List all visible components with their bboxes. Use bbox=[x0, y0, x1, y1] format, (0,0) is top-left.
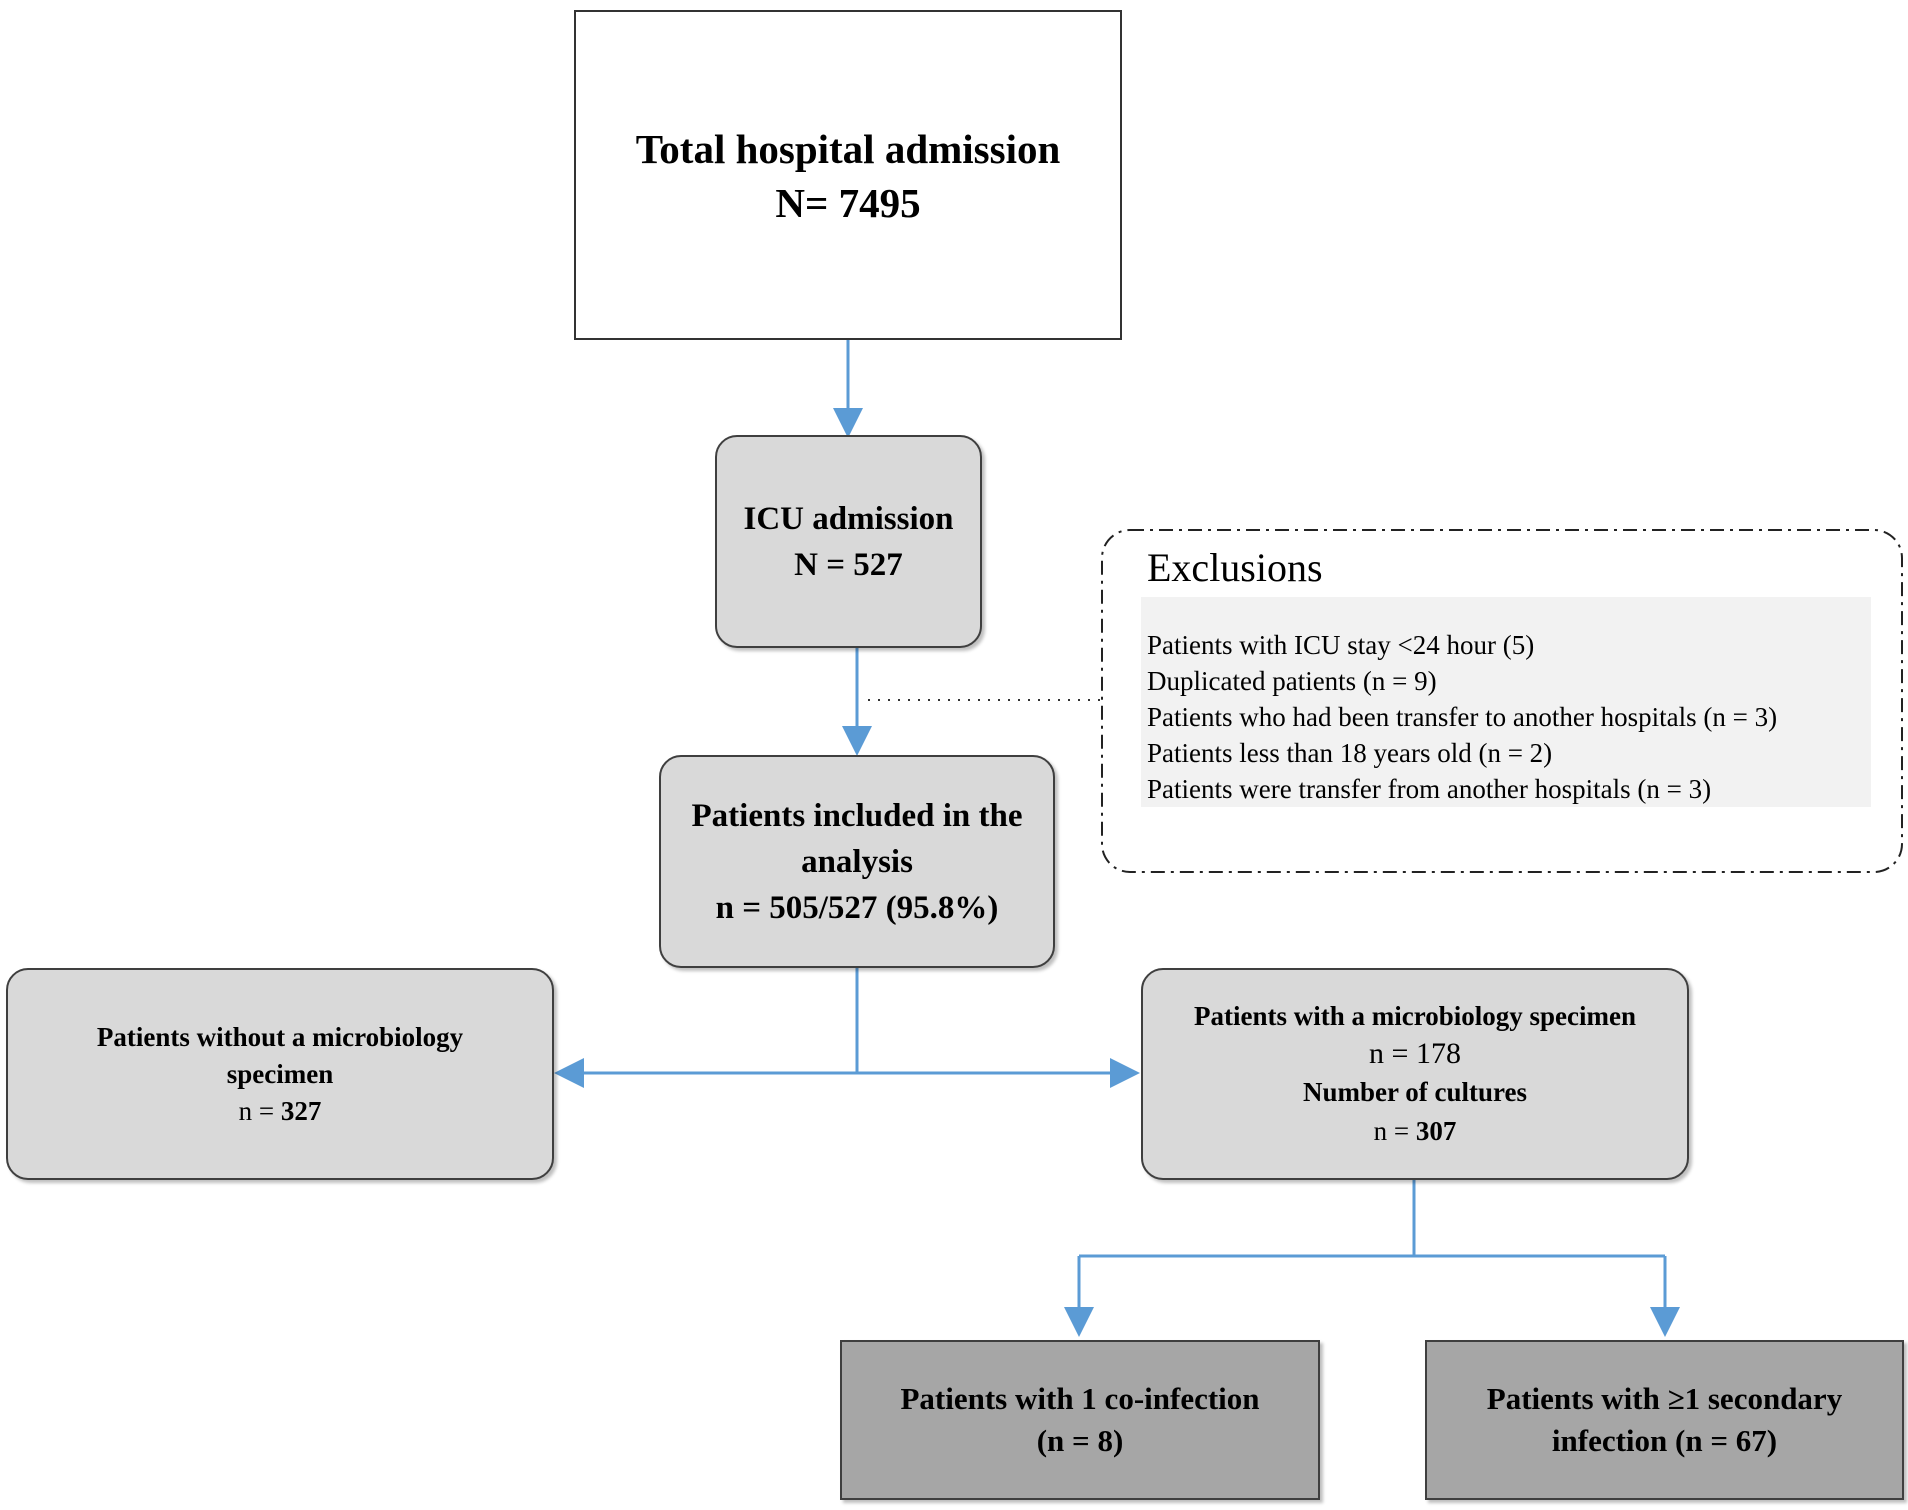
without-micro-title-line1: Patients without a microbiology bbox=[96, 1021, 464, 1052]
exclusion-item: Duplicated patients (n = 9) bbox=[1147, 666, 1437, 696]
icu-admission-title: ICU admission bbox=[743, 500, 954, 537]
coinfection-title: Patients with 1 co-infection bbox=[900, 1381, 1260, 1416]
without-micro-count-value: 327 bbox=[280, 1095, 322, 1126]
secondary-infection-title: Patients with ≥1 secondary bbox=[1486, 1381, 1843, 1416]
with-micro-count: n = 178 bbox=[1369, 1036, 1461, 1070]
coinfection-count: (n = 8) bbox=[1036, 1423, 1124, 1458]
with-micro-cultures-prefix: n = bbox=[1373, 1115, 1416, 1146]
secondary-infection-title-line2: infection (n = 67) bbox=[1551, 1423, 1778, 1458]
with-micro-cultures-label: Number of cultures bbox=[1303, 1076, 1527, 1107]
with-micro-cultures-value: 307 bbox=[1415, 1115, 1457, 1146]
secondary-infection-box: Patients with ≥1 secondary infection (n … bbox=[1425, 1340, 1904, 1500]
exclusion-item: Patients who had been transfer to anothe… bbox=[1147, 702, 1778, 732]
exclusions-frame bbox=[1101, 529, 1903, 873]
included-title-line1: Patients included in the bbox=[691, 797, 1023, 834]
icu-admission-count: N = 527 bbox=[794, 546, 903, 583]
included-count: n = 505/527 (95.8%) bbox=[715, 889, 999, 926]
without-micro-count: n = 327 bbox=[239, 1093, 322, 1130]
icu-admission-box: ICU admission N = 527 bbox=[715, 435, 982, 648]
total-admission-count: N= 7495 bbox=[775, 180, 921, 226]
exclusion-item: Patients less than 18 years old (n = 2) bbox=[1147, 738, 1553, 768]
with-micro-title: Patients with a microbiology specimen bbox=[1194, 1000, 1636, 1031]
exclusions-heading: Exclusions bbox=[1147, 545, 1323, 590]
without-micro-count-prefix: n = bbox=[238, 1095, 281, 1126]
total-admission-title: Total hospital admission bbox=[635, 126, 1061, 172]
with-micro-cultures-count: n = 307 bbox=[1374, 1111, 1457, 1151]
exclusion-item: Patients with ICU stay <24 hour (5) bbox=[1147, 630, 1535, 660]
with-micro-box: Patients with a microbiology specimen n … bbox=[1141, 968, 1689, 1180]
total-admission-box: Total hospital admission N= 7495 bbox=[574, 10, 1122, 340]
without-micro-title-line2: specimen bbox=[226, 1058, 334, 1089]
without-micro-box: Patients without a microbiology specimen… bbox=[6, 968, 554, 1180]
exclusions-list: Patients with ICU stay <24 hour (5) Dupl… bbox=[1141, 597, 1871, 807]
included-title-line2: analysis bbox=[801, 843, 913, 880]
included-box: Patients included in the analysis n = 50… bbox=[659, 755, 1055, 968]
coinfection-box: Patients with 1 co-infection (n = 8) bbox=[840, 1340, 1320, 1500]
exclusion-item: Patients were transfer from another hosp… bbox=[1147, 774, 1712, 804]
